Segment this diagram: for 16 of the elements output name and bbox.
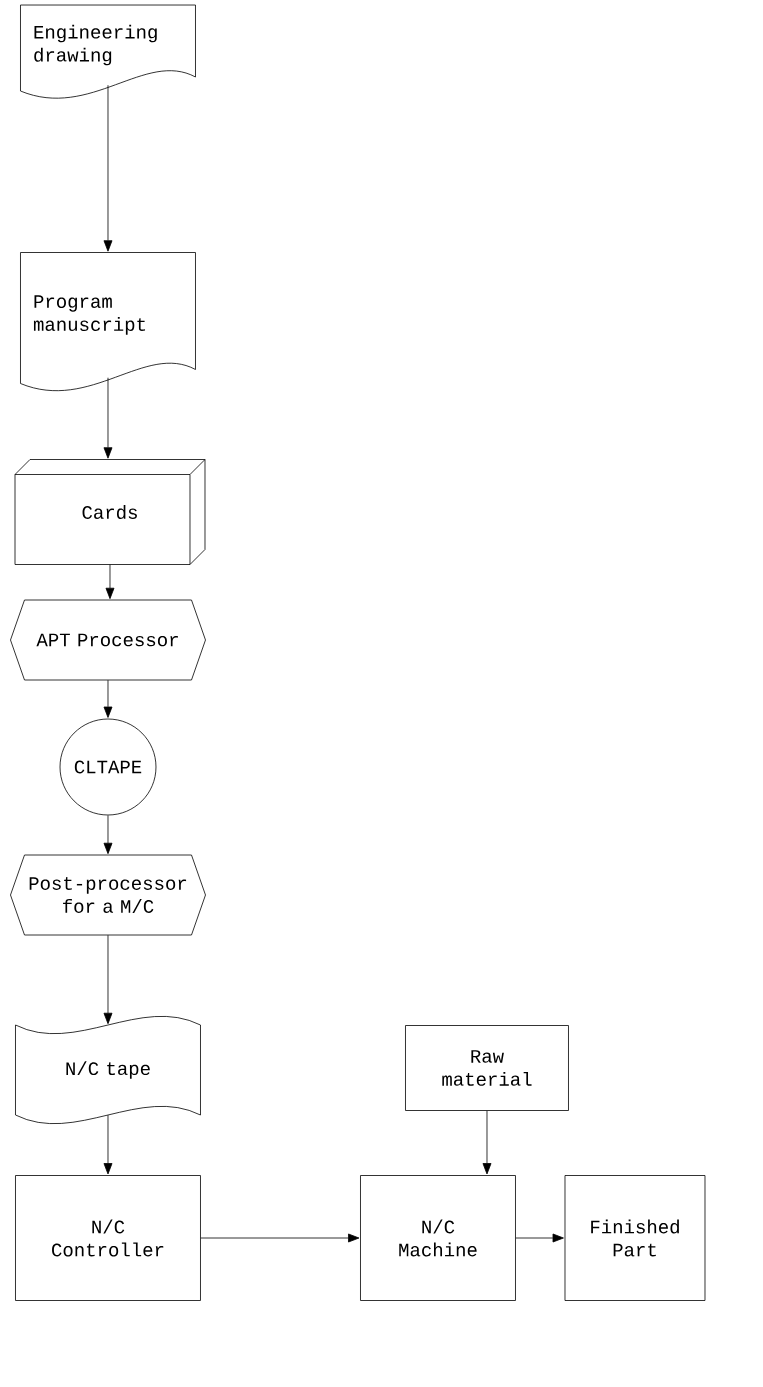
process-box: N/C Controller (15, 1175, 201, 1301)
process-box: Finished Part (564, 1175, 706, 1301)
arrow (482, 1110, 492, 1175)
arrow (103, 815, 113, 855)
arrow (103, 1114, 113, 1175)
arrow (103, 377, 113, 459)
arrow (103, 679, 113, 718)
arrow (103, 934, 113, 1025)
arrow (515, 1233, 564, 1243)
hexagon-box: APT Processor (10, 599, 206, 681)
arrow (200, 1233, 360, 1243)
arrow (103, 84, 113, 252)
arrow (105, 564, 115, 600)
process-box: Raw material (405, 1025, 569, 1111)
hexagon-box: Post-processor for a M/C (10, 854, 206, 936)
process-box: N/C Machine (360, 1175, 516, 1301)
